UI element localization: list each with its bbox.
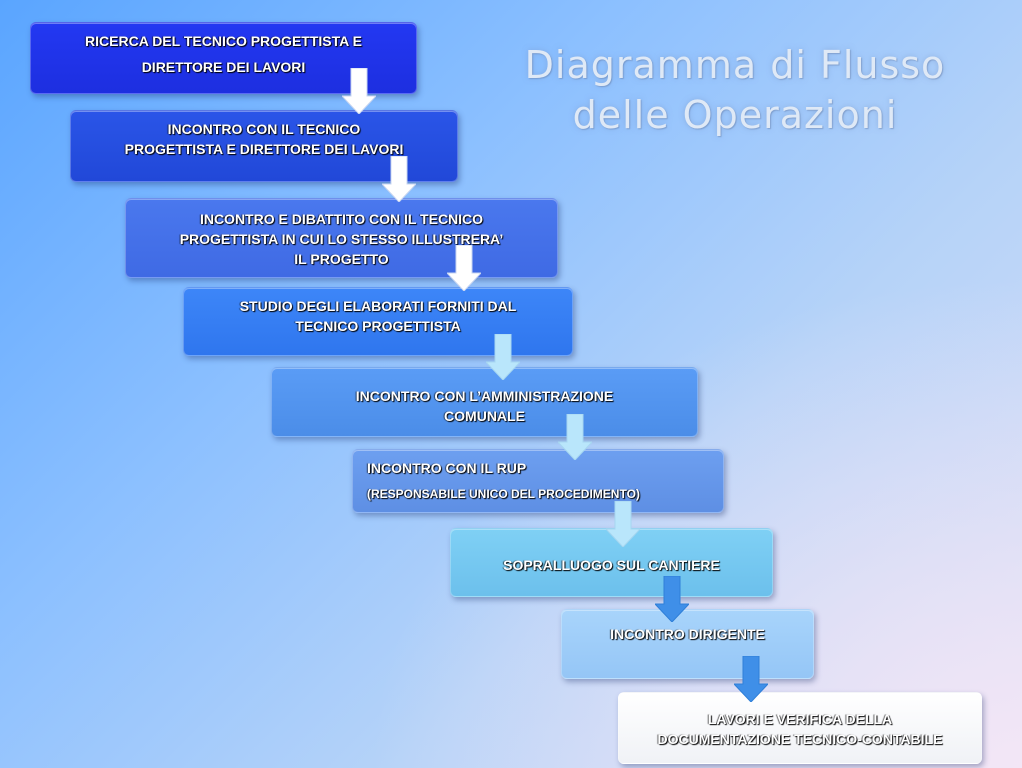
step-6-line-1: INCONTRO CON IL RUP — [367, 460, 527, 476]
step-7-line-1: SOPRALLUOGO SUL CANTIERE — [503, 557, 720, 573]
step-6-box: INCONTRO CON IL RUP (RESPONSABILE UNICO … — [352, 449, 724, 513]
down-arrow-icon — [382, 156, 416, 202]
step-4-box: STUDIO DEGLI ELABORATI FORNITI DAL TECNI… — [183, 287, 573, 356]
down-arrow-icon — [486, 334, 520, 380]
step-5-line-1: INCONTRO CON L’AMMINISTRAZIONE — [355, 388, 614, 404]
step-9-line-1: LAVORI E VERIFICA DELLA — [707, 711, 893, 727]
step-6-line-2: (RESPONSABILE UNICO DEL PROCEDIMENTO) — [367, 487, 640, 501]
step-5-line-2: COMUNALE — [444, 408, 525, 424]
step-1-line-2: DIRETTORE DEI LAVORI — [141, 59, 306, 75]
step-2-box: INCONTRO CON IL TECNICO PROGETTISTA E DI… — [70, 110, 458, 182]
step-1-line-1: RICERCA DEL TECNICO PROGETTISTA E — [85, 33, 362, 49]
step-9-line-2: DOCUMENTAZIONE TECNICO-CONTABILE — [657, 731, 943, 747]
diagram-title: Diagramma di Flusso delle Operazioni — [500, 40, 970, 140]
step-2-line-2: PROGETTISTA E DIRETTORE DEI LAVORI — [124, 141, 404, 157]
step-8-box: INCONTRO DIRIGENTE — [561, 609, 814, 679]
down-arrow-icon — [558, 414, 592, 460]
down-arrow-icon — [447, 245, 481, 291]
step-2-line-1: INCONTRO CON IL TECNICO — [167, 121, 361, 137]
step-3-line-2: PROGETTISTA IN CUI LO STESSO ILLUSTRERA’ — [179, 231, 504, 247]
down-arrow-icon — [655, 576, 689, 622]
step-4-line-1: STUDIO DEGLI ELABORATI FORNITI DAL — [239, 298, 517, 314]
step-3-box: INCONTRO E DIBATTITO CON IL TECNICO PROG… — [125, 198, 558, 278]
step-3-line-1: INCONTRO E DIBATTITO CON IL TECNICO — [199, 211, 484, 227]
step-8-line-1: INCONTRO DIRIGENTE — [610, 626, 765, 642]
step-3-line-3: IL PROGETTO — [294, 251, 389, 267]
title-line-2: delle Operazioni — [572, 93, 898, 137]
step-5-box: INCONTRO CON L’AMMINISTRAZIONE COMUNALE — [271, 367, 698, 437]
down-arrow-icon — [342, 68, 376, 114]
down-arrow-icon — [734, 656, 768, 702]
title-line-1: Diagramma di Flusso — [524, 43, 946, 87]
step-1-box: RICERCA DEL TECNICO PROGETTISTA E DIRETT… — [30, 22, 417, 94]
step-7-box: SOPRALLUOGO SUL CANTIERE — [450, 528, 773, 597]
step-9-box: LAVORI E VERIFICA DELLA DOCUMENTAZIONE T… — [618, 692, 982, 764]
down-arrow-icon — [606, 501, 640, 547]
step-4-line-2: TECNICO PROGETTISTA — [295, 318, 461, 334]
